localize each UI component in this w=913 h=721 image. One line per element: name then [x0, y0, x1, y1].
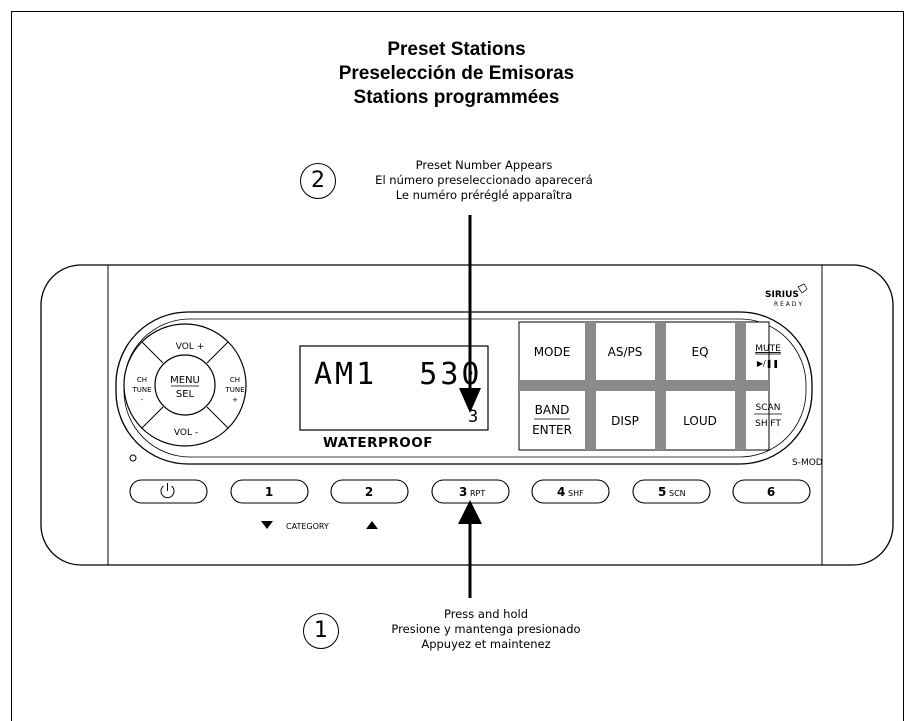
svg-text:TUNE: TUNE [224, 386, 244, 394]
step-1-text-es: Presione y mantenga presionado [391, 622, 581, 636]
step-1-number: 1 [303, 613, 339, 649]
mute-play-pause-button[interactable]: MUTE ▶/❚❚ [755, 344, 781, 368]
svg-text:SHF: SHF [568, 489, 584, 498]
svg-text:CH: CH [230, 376, 240, 384]
dpad: MENU SEL VOL + VOL - CH TUNE - CH TUNE + [123, 323, 247, 447]
sel-label: SEL [176, 389, 195, 400]
preset-5-scn-button[interactable]: 5 SCN [632, 479, 711, 504]
loud-button[interactable]: LOUD [683, 414, 717, 428]
preset-2-button[interactable]: 2 [330, 479, 409, 504]
svg-text:SHIFT: SHIFT [755, 419, 781, 429]
page-frame [11, 11, 904, 721]
lcd-main-text: AM1 530 [314, 357, 483, 392]
menu-sel-button[interactable] [154, 354, 216, 416]
band-enter-button[interactable]: BAND ENTER [532, 403, 572, 437]
svg-text:6: 6 [767, 485, 775, 499]
sirius-dog-icon [797, 283, 808, 294]
title-spanish: Preselección de Emisoras [338, 63, 575, 84]
preset-row: 1 2 3 RPT 4 SHF 5 SCN 6 [129, 479, 811, 504]
svg-text:-: - [141, 396, 144, 404]
category-up-icon [366, 521, 378, 529]
svg-text:ENTER: ENTER [532, 423, 572, 437]
svg-text:+: + [232, 396, 238, 404]
title-french: Stations programmées [353, 87, 560, 108]
svg-text:SCN: SCN [669, 489, 686, 498]
step-1-text-en: Press and hold [443, 607, 529, 621]
disp-button[interactable]: DISP [611, 414, 639, 428]
svg-text:RPT: RPT [470, 489, 485, 498]
step-2-text-fr: Le numéro préréglé apparaîtra [395, 188, 573, 202]
svg-text:AS/PS: AS/PS [608, 345, 643, 359]
vol-down-button[interactable]: VOL - [174, 428, 198, 438]
sirius-ready-text: R E A D Y [774, 301, 802, 308]
svg-text:3: 3 [459, 485, 467, 499]
step-1-caption: Press and hold Presione y mantenga presi… [336, 607, 636, 652]
step-2-arrow-head [459, 388, 481, 413]
button-grid: MODE AS/PS EQ MUTE ▶/❚❚ BAND ENTER DISP … [518, 321, 782, 451]
ch-tune-down-button[interactable]: CH TUNE - [131, 376, 151, 404]
step-2-number: 2 [300, 163, 336, 199]
vol-down-label: VOL - [174, 428, 198, 438]
svg-text:CH: CH [137, 376, 147, 384]
svg-text:MUTE: MUTE [755, 344, 781, 354]
svg-text:SCAN: SCAN [756, 403, 781, 413]
step-1-text-fr: Appuyez et maintenez [421, 637, 551, 651]
play-pause-icon: ▶/❚❚ [757, 359, 779, 368]
svg-text:LOUD: LOUD [683, 414, 717, 428]
waterproof-label: WATERPROOF [323, 435, 433, 451]
vol-up-button[interactable]: VOL + [176, 342, 205, 352]
preset-4-shf-button[interactable]: 4 SHF [531, 479, 610, 504]
preset-6-button[interactable]: 6 [732, 479, 811, 504]
step-2-caption: Preset Number Appears El número preselec… [334, 158, 634, 203]
as-ps-button[interactable]: AS/PS [608, 345, 643, 359]
preset-1-button[interactable]: 1 [230, 479, 309, 504]
lcd-preset-number: 3 [468, 407, 478, 427]
svg-text:2: 2 [365, 485, 373, 499]
svg-text:BAND: BAND [535, 403, 570, 417]
title-english: Preset Stations [387, 39, 526, 60]
eq-button[interactable]: EQ [691, 345, 708, 359]
model-label: S-MOD [792, 458, 823, 468]
svg-text:MODE: MODE [534, 345, 571, 359]
svg-text:4: 4 [557, 485, 565, 499]
menu-label: MENU [170, 375, 200, 386]
indicator-hole [129, 454, 137, 462]
step-2-text-es: El número preseleccionado aparecerá [375, 173, 593, 187]
ch-tune-up-button[interactable]: CH TUNE + [224, 376, 244, 404]
mode-button[interactable]: MODE [534, 345, 571, 359]
step-1-arrow-head [458, 500, 482, 524]
svg-text:TUNE: TUNE [131, 386, 151, 394]
svg-text:1: 1 [265, 485, 273, 499]
svg-text:5: 5 [658, 485, 666, 499]
sirius-logo-text: SIRIUS [765, 290, 799, 300]
svg-text:DISP: DISP [611, 414, 639, 428]
preset-3-rpt-button[interactable]: 3 RPT [431, 479, 510, 504]
lcd-display [299, 345, 489, 431]
category-label: CATEGORY [286, 522, 329, 531]
power-button[interactable] [129, 479, 208, 504]
step-2-text-en: Preset Number Appears [415, 158, 553, 172]
svg-text:EQ: EQ [691, 345, 708, 359]
vol-up-label: VOL + [176, 342, 205, 352]
category-down-icon [261, 521, 273, 529]
power-icon [160, 485, 175, 499]
scan-shift-button[interactable]: SCAN SHIFT [754, 403, 782, 429]
